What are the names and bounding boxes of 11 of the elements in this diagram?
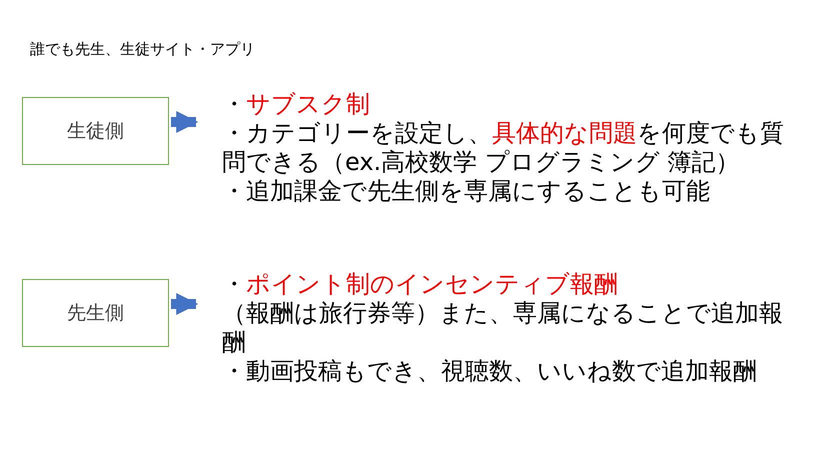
bullet-text: ・サブスク制 <box>222 90 371 119</box>
bullet-text: ・カテゴリーを設定し、具体的な問題を何度でも質問できる（ex.高校数学 プログラミング 簿記） <box>222 119 785 177</box>
bullet-text: ・追加課金で先生側を専属にすることも可能 <box>222 177 711 206</box>
title: 誰でも先生、生徒サイト・アプリ <box>30 40 255 59</box>
bullet-text: ・ポイント制のインセンティブ報酬 <box>222 270 619 299</box>
arrow <box>171 111 198 133</box>
bullet-text: （報酬は旅行券等）また、専属になることで追加報酬 <box>222 299 784 357</box>
label-box: 生徒側 <box>22 97 169 165</box>
label-box: 先生側 <box>22 279 169 347</box>
bullet-text: ・動画投稿もでき、視聴数、いいね数で追加報酬 <box>222 357 758 386</box>
arrow <box>171 293 198 315</box>
